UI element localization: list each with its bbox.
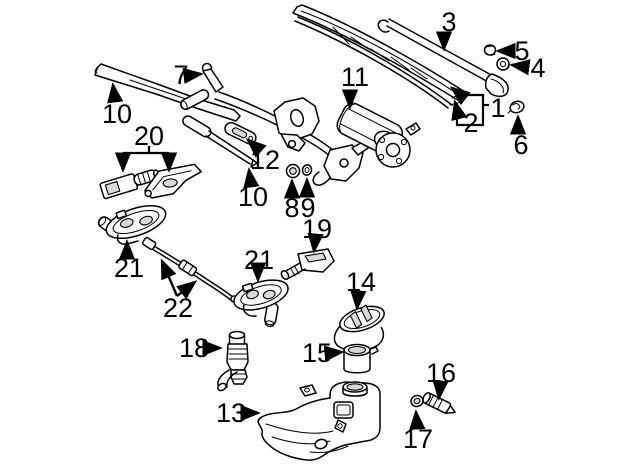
callout-22-label: 22 [163,293,193,323]
callout-10-lower-label: 10 [238,182,268,212]
nozzle-pod-right [233,279,289,328]
nozzle-pod-left [97,204,167,245]
wiper-motor [336,102,421,168]
wiper-arm [377,18,509,98]
callout-19-label: 19 [302,214,332,244]
callout-10-lower: 10 [238,167,268,212]
washer-nozzle-right [144,163,202,199]
callout-21-left-label: 21 [114,253,144,283]
callout-3-label: 3 [441,7,456,37]
linkage-crank [180,62,224,111]
callout-4: 4 [509,53,546,83]
callout-9: 9 [298,177,316,223]
callout-8: 8 [283,178,301,223]
callout-21-right: 21 [244,245,274,283]
callout-10-upper-label: 10 [102,99,132,129]
connecting-rod [182,115,258,168]
callout-12: 12 [245,138,280,175]
callout-20: 20 [114,121,178,173]
callout-4-label: 4 [530,53,545,83]
callout-7: 7 [173,60,204,90]
callout-13-label: 13 [216,398,246,428]
spindle-nut [496,57,510,71]
pivot-washer [301,164,313,176]
callout-7-label: 7 [173,60,188,90]
callout-5: 5 [495,36,530,66]
callout-12-label: 12 [250,145,280,175]
callout-6: 6 [509,114,529,160]
callout-11: 11 [341,62,369,110]
callout-1-label: 1 [490,93,505,123]
wiper-arm-left [94,63,241,122]
check-valve [422,391,456,415]
callout-16-label: 16 [426,358,456,388]
reservoir-cap [333,304,385,352]
washer-reservoir [257,381,381,461]
callout-15: 15 [302,338,345,368]
wiper-blade [292,4,466,109]
callout-18-label: 18 [179,333,209,363]
callout-13: 13 [216,398,261,428]
drive-link [224,121,257,145]
callout-5-label: 5 [514,36,529,66]
callout-21-right-label: 21 [244,245,274,275]
callout-16: 16 [426,358,456,401]
callout-17: 17 [403,409,433,454]
callout-17-label: 17 [403,424,433,454]
callout-19: 19 [302,214,332,254]
callout-6-label: 6 [513,130,528,160]
callout-22: 22 [160,258,198,323]
callout-21-left: 21 [114,239,144,283]
callout-2-label: 2 [463,108,478,138]
callout-10-upper: 10 [102,82,132,129]
callout-8-label: 8 [284,193,299,223]
reservoir-seal [343,343,379,374]
callout-11-label: 11 [341,62,369,92]
callout-20-label: 20 [134,121,164,151]
callout-14-label: 14 [346,267,376,297]
pivot-nut [285,163,301,179]
valve-grommet [410,394,424,408]
callout-9-label: 9 [300,193,315,223]
callout-14: 14 [346,267,376,311]
callout-1-2-bracket: 1 2 [449,86,506,138]
pivot-cap [507,100,525,114]
callout-18: 18 [179,333,223,363]
hose-connector [280,248,335,280]
callout-15-label: 15 [302,338,332,368]
washer-pump [217,330,249,392]
callout-3: 3 [435,7,457,52]
arm-nut [483,44,497,56]
